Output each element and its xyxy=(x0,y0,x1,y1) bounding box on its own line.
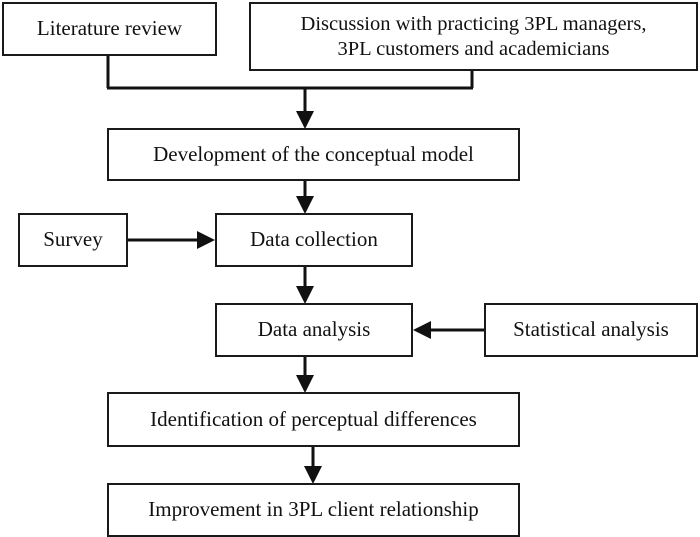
arrowhead-down-conceptual-model xyxy=(296,111,314,129)
node-discussion-line-1: Discussion with practicing 3PL managers, xyxy=(300,12,647,35)
node-data-analysis-label: Data analysis xyxy=(257,317,371,342)
arrowhead-down-perceptual-differences xyxy=(296,375,314,393)
node-data-analysis[interactable]: Data analysis xyxy=(215,303,413,357)
node-discussion[interactable]: Discussion with practicing 3PL managers,… xyxy=(249,2,698,71)
node-discussion-line-2: 3PL customers and academicians xyxy=(337,37,610,60)
arrowhead-down-data-analysis xyxy=(296,286,314,304)
node-conceptual-model[interactable]: Development of the conceptual model xyxy=(107,128,520,181)
node-discussion-label: Discussion with practicing 3PL managers,… xyxy=(259,12,688,62)
node-statistical-analysis[interactable]: Statistical analysis xyxy=(484,303,698,357)
node-perceptual-differences-label: Identification of perceptual differences xyxy=(150,406,477,431)
node-literature-review[interactable]: Literature review xyxy=(2,2,217,56)
arrowhead-left-data-analysis xyxy=(413,321,431,339)
node-perceptual-differences[interactable]: Identification of perceptual differences xyxy=(107,392,520,447)
arrowhead-down-data-collection xyxy=(296,196,314,214)
node-data-collection-label: Data collection xyxy=(250,227,378,252)
node-improvement[interactable]: Improvement in 3PL client relationship xyxy=(107,483,520,537)
node-survey[interactable]: Survey xyxy=(18,213,128,267)
node-statistical-analysis-label: Statistical analysis xyxy=(513,317,669,342)
node-survey-label: Survey xyxy=(43,227,103,252)
arrowhead-right-data-collection xyxy=(197,231,215,249)
arrowhead-down-improvement xyxy=(304,466,322,484)
node-conceptual-model-label: Development of the conceptual model xyxy=(153,141,474,166)
node-literature-review-label: Literature review xyxy=(36,16,183,41)
node-improvement-label: Improvement in 3PL client relationship xyxy=(148,497,479,522)
node-data-collection[interactable]: Data collection xyxy=(215,213,413,267)
